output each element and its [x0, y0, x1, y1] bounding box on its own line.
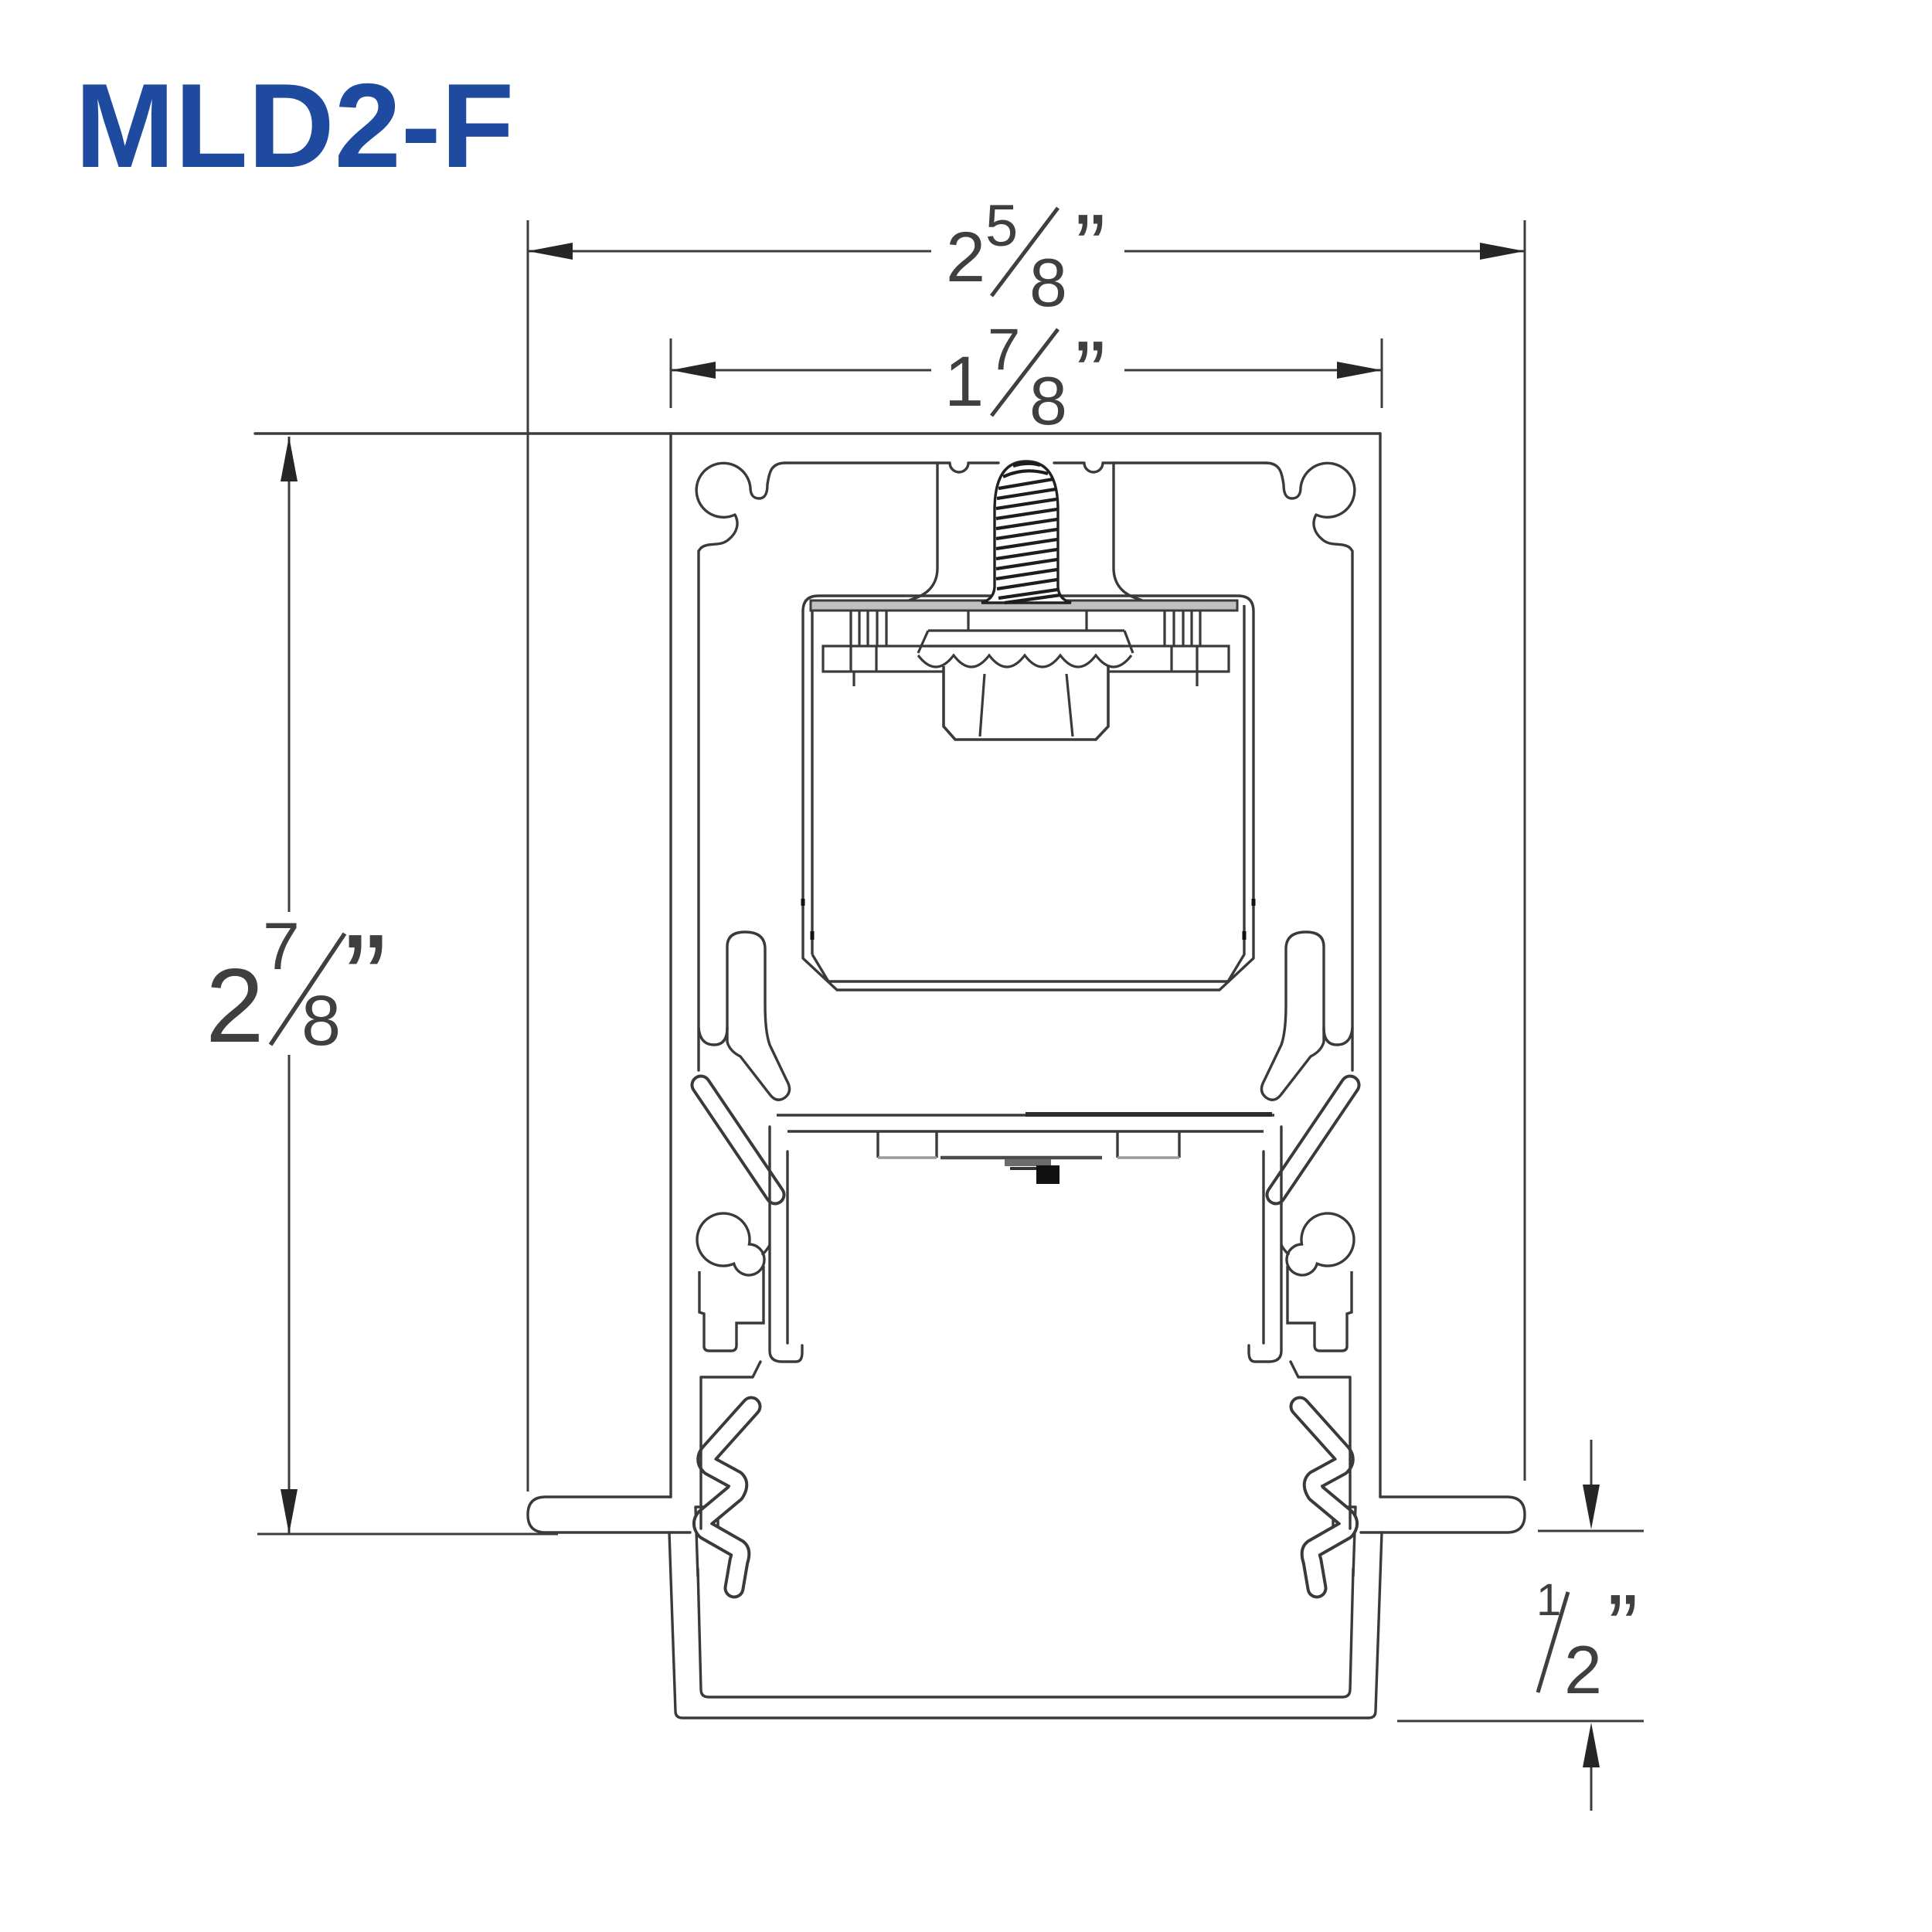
svg-text:”: ”	[1075, 196, 1106, 298]
svg-text:2: 2	[946, 218, 985, 297]
svg-text:1: 1	[944, 342, 984, 421]
svg-text:5: 5	[985, 193, 1018, 259]
svg-text:2: 2	[206, 947, 264, 1064]
svg-text:2: 2	[1564, 1631, 1602, 1708]
svg-text:8: 8	[301, 981, 341, 1060]
svg-text:1: 1	[1536, 1575, 1561, 1625]
svg-text:MLD2-F: MLD2-F	[75, 59, 514, 192]
svg-text:8: 8	[1029, 362, 1067, 439]
svg-text:8: 8	[1029, 244, 1067, 321]
svg-text:”: ”	[1607, 1576, 1638, 1679]
svg-text:7: 7	[988, 317, 1020, 383]
svg-text:”: ”	[1075, 322, 1106, 425]
svg-text:”: ”	[344, 908, 387, 1052]
svg-text:7: 7	[263, 910, 300, 984]
